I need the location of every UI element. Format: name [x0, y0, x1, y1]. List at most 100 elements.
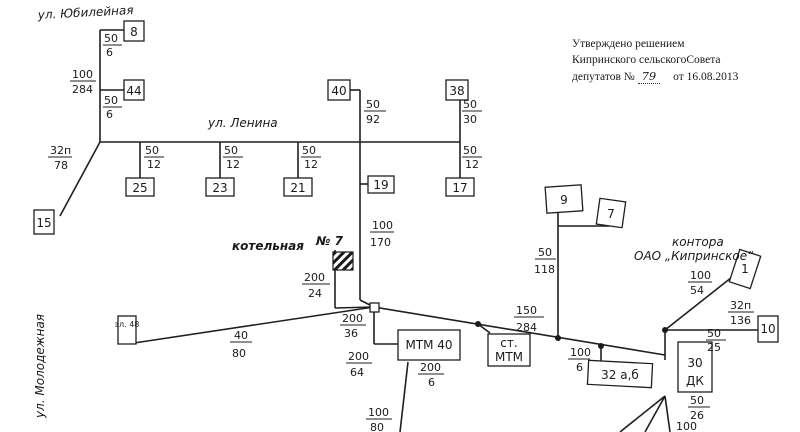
- pipe-length: 36: [344, 327, 358, 340]
- pipe-lines: [59, 29, 758, 432]
- street-lenina: ул. Ленина: [207, 116, 278, 130]
- pipe-spec: 50 12: [144, 144, 164, 171]
- building-8-label: 8: [130, 25, 138, 39]
- pipe-diameter: 100: [690, 269, 711, 282]
- pipe-to-15: [59, 141, 101, 217]
- pipe-spec: 40 80: [230, 329, 252, 360]
- building-32: [586, 359, 654, 389]
- building-25: [125, 177, 155, 197]
- pipe-diameter: 50: [463, 144, 477, 157]
- pipe-length: 25: [707, 341, 721, 354]
- pipe-diameter: 50: [145, 144, 159, 157]
- pipe-south-3: [664, 395, 671, 432]
- pipe-spec: 50 12: [462, 144, 482, 171]
- pipe-spec: 100 6: [568, 346, 591, 374]
- pipe-diameter: 100: [372, 219, 393, 232]
- junction-node: [662, 327, 668, 333]
- pipe-spec: 150 284: [514, 304, 544, 334]
- building-30-label-1: 30: [687, 356, 702, 370]
- building-st-mtm-label-2: МТМ: [495, 350, 523, 364]
- pipe-diameter: 50: [690, 394, 704, 407]
- pipe-spec: 100 80: [366, 406, 392, 432]
- pipe-diameter: 50: [104, 32, 118, 45]
- pipe-diameter: 50: [224, 144, 238, 157]
- building-23: [205, 177, 235, 197]
- building-44-label: 44: [126, 84, 141, 98]
- pipe-spec: 200 64: [346, 350, 372, 379]
- pipe-diameter: 150: [516, 304, 537, 317]
- building-left: [117, 315, 137, 345]
- pipe-diameter: 100: [72, 68, 93, 81]
- pipe-down-south: [399, 361, 409, 432]
- pipe-spec: 50 12: [301, 144, 321, 171]
- approval-stamp: Утверждено решением Кипринского сельског…: [572, 36, 792, 85]
- approval-line-1: Утверждено решением: [572, 38, 685, 50]
- pipe-length: 12: [304, 158, 318, 171]
- building-17-label: 17: [452, 181, 467, 195]
- pipe-south-1: [619, 395, 666, 432]
- pipe-spec: 50 118: [534, 246, 556, 276]
- pipe-spec: 50 26: [688, 394, 710, 422]
- building-30: [677, 341, 713, 393]
- building-9-label: 9: [560, 193, 568, 207]
- pipe-length: 24: [308, 287, 322, 300]
- building-21: [283, 177, 313, 197]
- pipe-spec: 32п 136: [728, 299, 754, 327]
- pipe-diameter: 50: [463, 98, 477, 111]
- building-40: [327, 79, 351, 101]
- pipe-main-east: [373, 306, 666, 356]
- building-38-label: 38: [449, 84, 464, 98]
- building-44: [123, 79, 145, 101]
- approval-line-2: Кипринского сельскогоСовета: [572, 54, 721, 66]
- street-molodezhnaya: ул. Молодежная: [33, 314, 47, 419]
- building-15: [33, 209, 55, 235]
- pipe-length: 6: [428, 376, 435, 389]
- building-st-mtm-label-1: ст.: [500, 336, 517, 350]
- pipe-diameter: 200: [304, 271, 325, 284]
- boiler-house-icon: [332, 251, 354, 271]
- boiler-label: котельная: [232, 239, 304, 253]
- building-10: [757, 315, 779, 343]
- building-32-label: 32 а,б: [601, 368, 639, 382]
- pipe-length: 30: [463, 113, 477, 126]
- decision-number: 79: [637, 69, 661, 84]
- pipe-diameter: 50: [707, 327, 721, 340]
- building-19-label: 19: [373, 178, 388, 192]
- pipe-south-2: [644, 395, 666, 432]
- pipe-length: 92: [366, 113, 380, 126]
- pipe-length: 284: [72, 83, 93, 96]
- office-label-1: контора: [672, 235, 724, 249]
- pipe-length: 12: [226, 158, 240, 171]
- pipe-spec: 50 25: [706, 327, 726, 354]
- building-st-mtm: [487, 333, 531, 367]
- pipe-spec: 50 12: [223, 144, 243, 171]
- pipe-diameter: 200: [348, 350, 369, 363]
- pipe-length: 80: [232, 347, 246, 360]
- pipe-spec: 100 284: [70, 68, 96, 96]
- building-30-label-2: ДК: [686, 374, 704, 388]
- building-10-label: 10: [760, 322, 775, 336]
- pipe-spec: 50 6: [103, 32, 122, 59]
- pipe-diameter: 32п: [50, 144, 71, 157]
- pipe-length: 64: [350, 366, 364, 379]
- building-17: [445, 177, 475, 197]
- buildings: 8 44 40 38 25 23 21 17 19 15 9 7: [33, 20, 779, 393]
- junction-node: [475, 321, 481, 327]
- pipe-length: 26: [690, 409, 704, 422]
- building-7-label: 7: [607, 207, 615, 221]
- building-7: [595, 197, 627, 229]
- building-23-label: 23: [212, 181, 227, 195]
- building-40-label: 40: [331, 84, 346, 98]
- pipe-spec: 50 92: [364, 98, 386, 126]
- pipe-length: 170: [370, 236, 391, 249]
- pipe-length: 12: [147, 158, 161, 171]
- approval-line-3: депутатов № 79 от 16.08.2013: [572, 68, 792, 85]
- building-38: [445, 79, 469, 101]
- pipe-length: 118: [534, 263, 555, 276]
- pipe-spec: 100: [676, 420, 697, 432]
- building-1: [728, 248, 762, 290]
- pipe-diameter: 100: [368, 406, 389, 419]
- building-mtm40: [397, 329, 461, 361]
